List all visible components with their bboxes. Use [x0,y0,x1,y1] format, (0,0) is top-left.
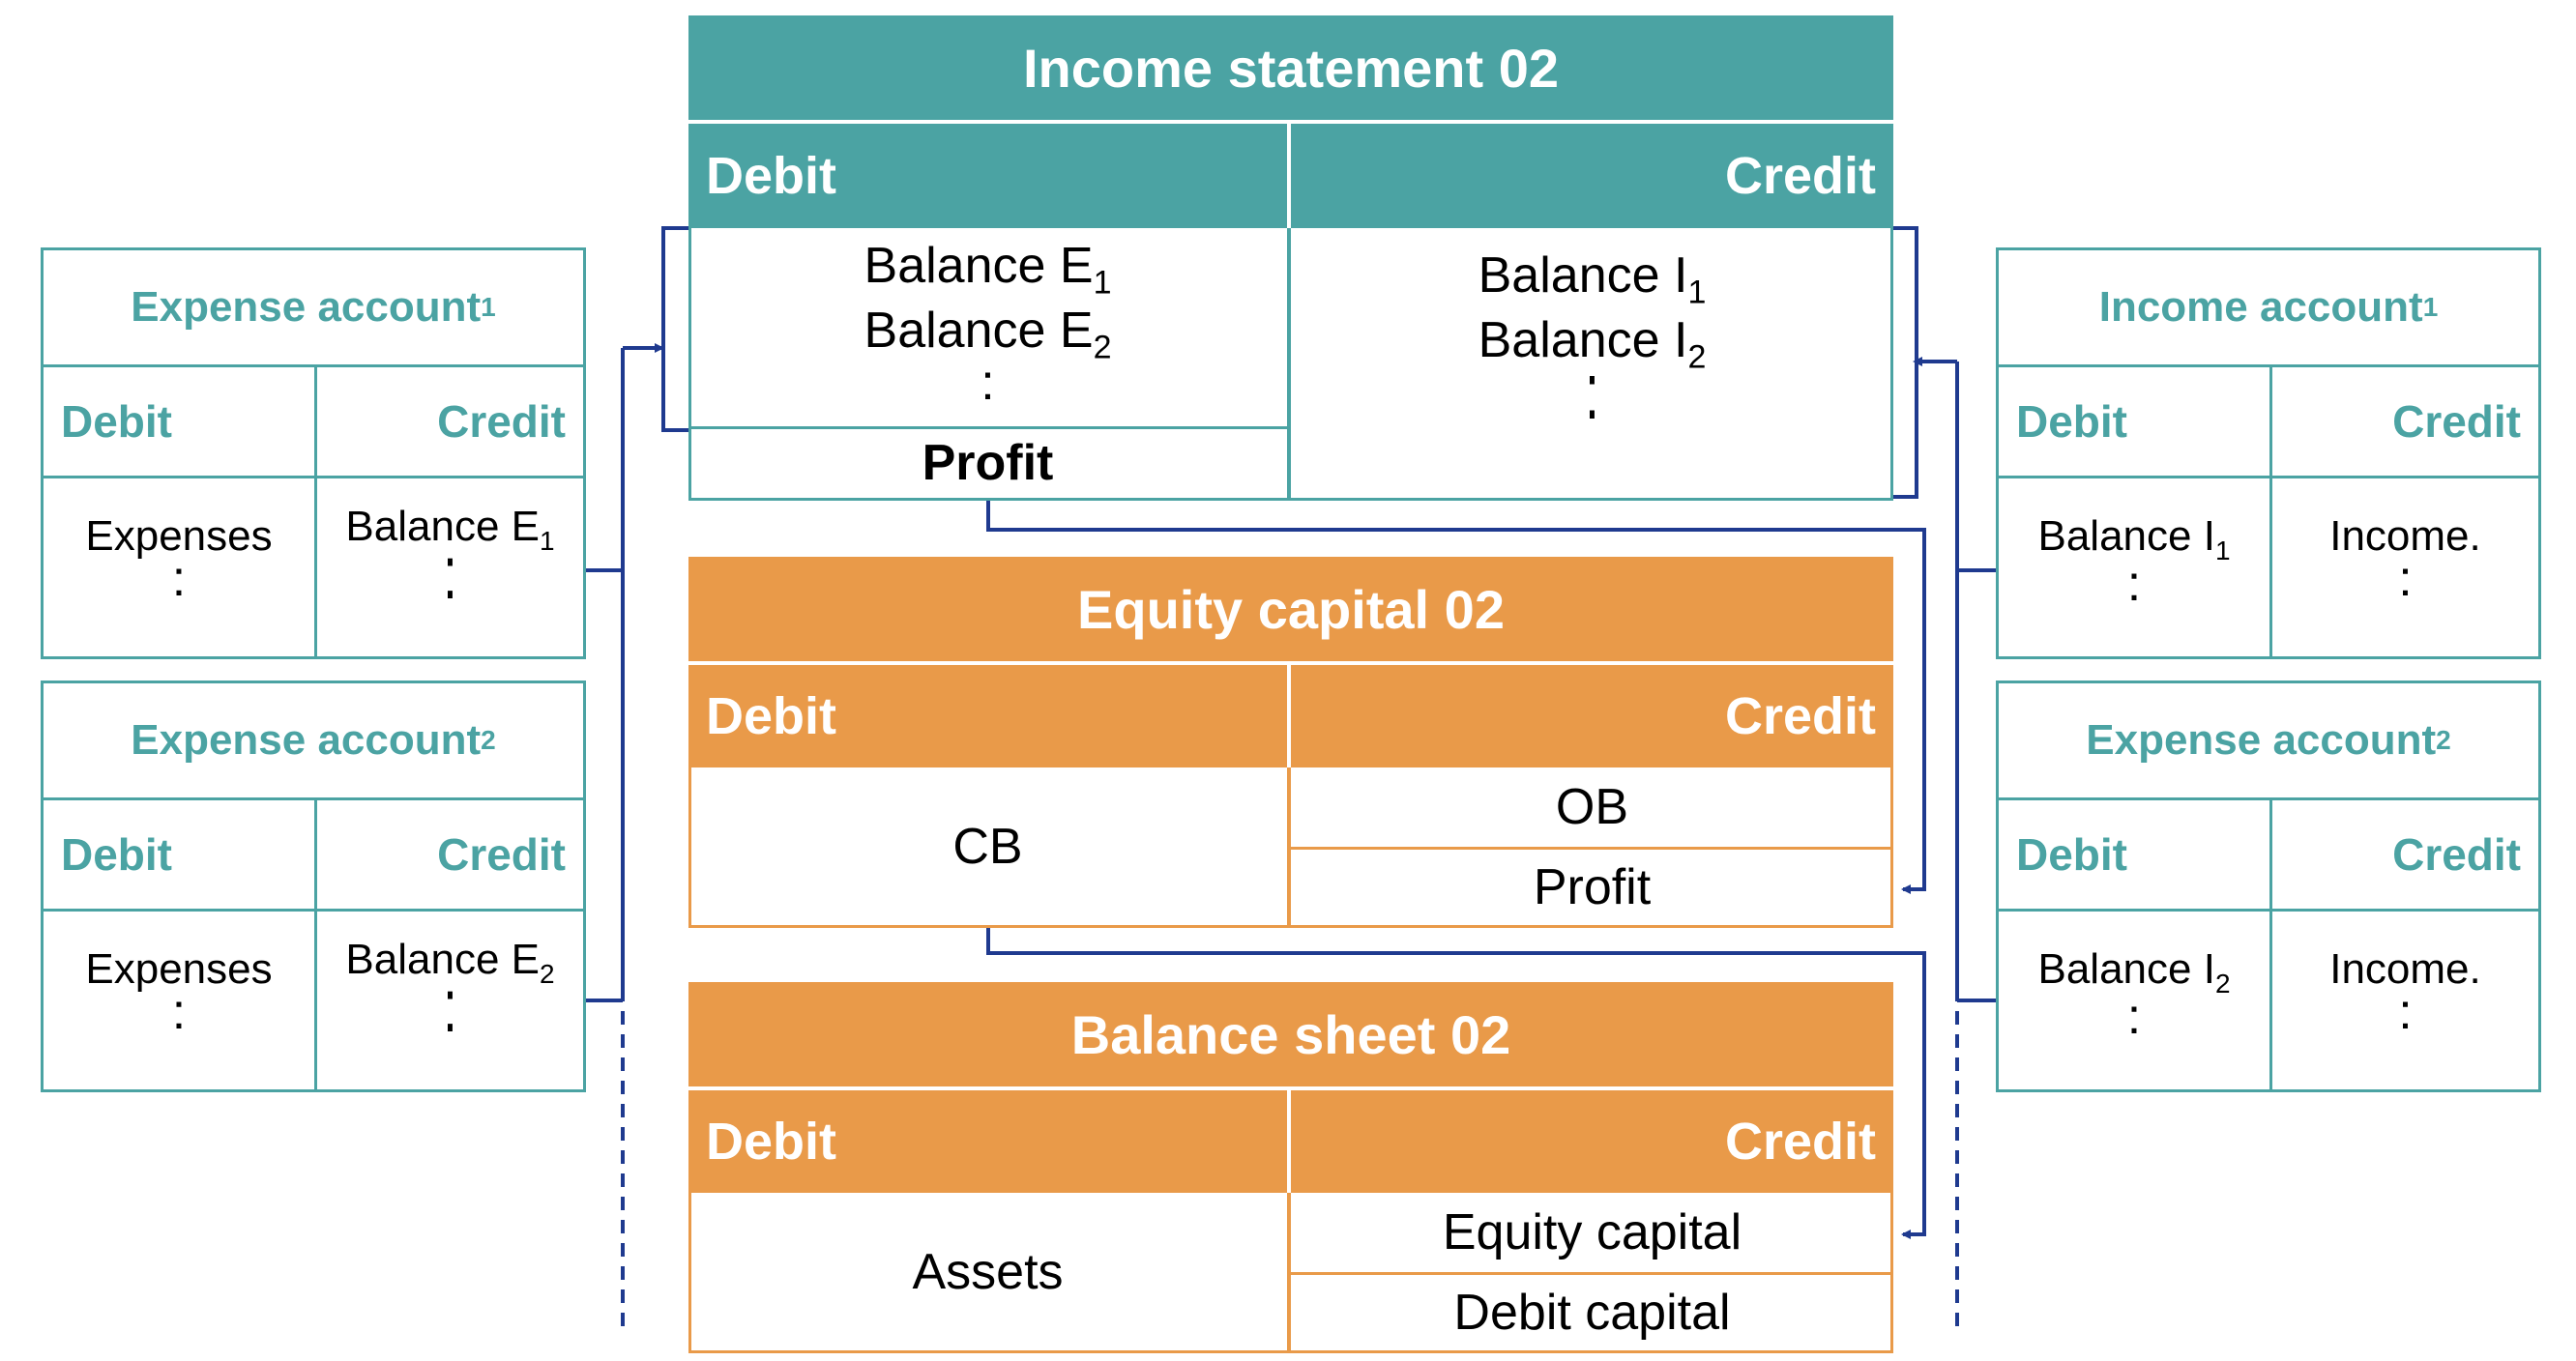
income-account-1-rule-2 [1999,476,2538,478]
income-statement-debit-lines: Balance E1 Balance E2 : [864,238,1112,412]
balance-sheet-credit-bottom: Debit capital [1453,1285,1731,1341]
equity-capital-credit-label: Credit [1291,665,1893,767]
expense-account-2-right-rule-2 [1999,909,2538,912]
expense-account-2-left-credit-cell: Balance E2 : [345,936,555,1049]
income-statement-title: Income statement 02 [688,15,1893,120]
expense-account-2-right-rule-1 [1999,797,2538,800]
income-account-1-debit-label: Debit [2016,396,2127,447]
income-account-1-debit-cell: Balance I1 : [2037,512,2231,612]
balance-sheet-title: Balance sheet 02 [688,982,1893,1086]
expense-account-2-left-rule-2 [44,909,583,912]
income-account-1-credit-cell: Income. : [2329,512,2481,608]
equity-capital-credit-top: OB [1555,779,1629,835]
income-statement-divider [1287,228,1291,501]
expense-account-2-left-rule-1 [44,797,583,800]
equity-capital-debit-label: Debit [688,665,1287,767]
expense-account-1-rule-2 [44,476,583,478]
income-statement-account: Income statement 02 Debit Credit Balance… [688,15,1893,501]
balance-sheet-account: Balance sheet 02 Debit Credit Assets Equ… [688,982,1893,1353]
income-statement-profit-divider [688,426,1289,429]
balance-sheet-credit-top: Equity capital [1442,1204,1742,1260]
income-statement-profit: Profit [922,435,1054,491]
expense-account-1-credit-cell: Balance E1 : [345,503,555,616]
expense-account-1-credit-label: Credit [437,396,566,447]
expense-account-2-right-debit-cell: Balance I2 : [2037,945,2231,1045]
income-statement-debit-label: Debit [688,124,1287,228]
equity-capital-credit-bottom: Profit [1533,859,1652,915]
expense-account-2-left-debit-cell: Expenses : [85,945,273,1041]
income-statement-credit-lines: Balance I1 Balance I2 : [1478,247,1707,438]
expense-account-1-rule-1 [44,364,583,367]
income-account-1-rule-1 [1999,364,2538,367]
equity-capital-debit-value: CB [952,818,1023,875]
balance-sheet-debit-value: Assets [912,1243,1064,1300]
balance-sheet-credit-divider [1289,1272,1893,1275]
income-account-1-divider [2269,367,2272,656]
equity-capital-title: Equity capital 02 [688,557,1893,661]
expense-account-2-left-divider [314,800,317,1089]
left-bracket [661,226,688,432]
expense-account-1-divider [314,367,317,656]
income-statement-body [688,228,1893,501]
expense-account-2-right-credit-label: Credit [2392,829,2521,880]
expense-account-2-right-debit-label: Debit [2016,829,2127,880]
expense-account-2-left-credit-label: Credit [437,829,566,880]
expense-account-2-right-credit-cell: Income. : [2329,945,2481,1041]
expense-account-1-debit-cell: Expenses : [85,512,273,608]
income-account-1-credit-label: Credit [2392,396,2521,447]
expense-account-2-right-divider [2269,800,2272,1089]
expense-account-1-debit-label: Debit [61,396,172,447]
equity-capital-account: Equity capital 02 Debit Credit CB OB Pro… [688,557,1893,928]
expense-account-2-left-debit-label: Debit [61,829,172,880]
balance-sheet-credit-label: Credit [1291,1090,1893,1193]
balance-sheet-debit-label: Debit [688,1090,1287,1193]
income-statement-credit-label: Credit [1291,124,1893,228]
right-bracket [1893,226,1918,499]
